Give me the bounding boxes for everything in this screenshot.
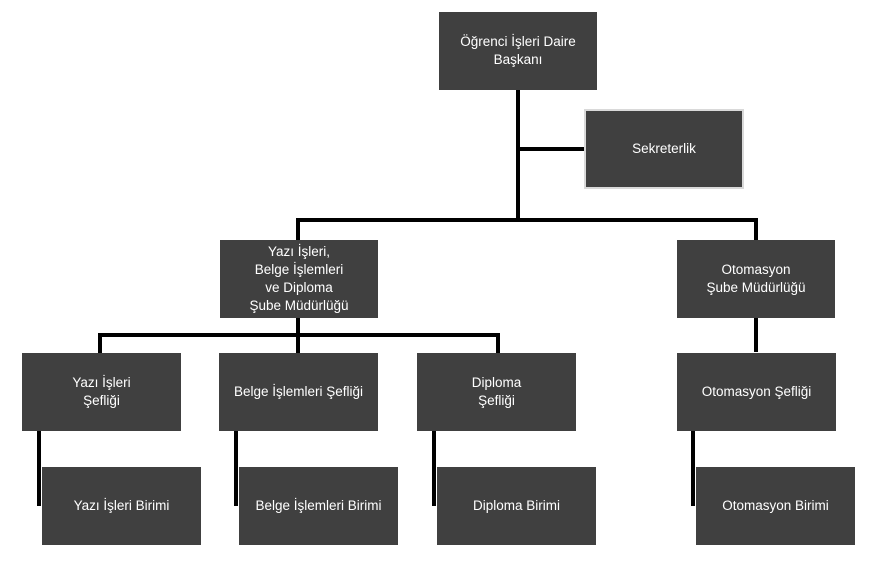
division-2-line-2: Şube Müdürlüğü xyxy=(706,280,806,295)
unit-1-line-1: Yazı İşleri xyxy=(72,375,131,390)
connector-division1-stem xyxy=(296,318,300,335)
head-line-1: Öğrenci İşleri Daire xyxy=(460,34,576,49)
connector-sub4 xyxy=(691,431,695,506)
sub-unit-4-label: Otomasyon Birimi xyxy=(722,498,829,513)
unit-1-line-2: Şefliği xyxy=(83,393,120,408)
sub-unit-3-box: Diploma Birimi xyxy=(437,467,596,545)
connector-unit3-drop xyxy=(496,333,500,353)
division-1-box: Yazı İşleri, Belge İşlemleri ve Diploma … xyxy=(220,240,378,318)
connector-division2-stem xyxy=(754,318,758,352)
connector-unit2-drop xyxy=(296,333,300,353)
head-line-2: Başkanı xyxy=(493,52,543,67)
sub-unit-2-label: Belge İşlemleri Birimi xyxy=(255,498,382,513)
unit-2-line-1: Belge İşlemleri Şefliği xyxy=(233,384,364,399)
connector-sub3 xyxy=(432,431,436,506)
connector-divisions-horizontal xyxy=(296,218,758,222)
connector-head-trunk xyxy=(516,90,520,222)
connector-sub2 xyxy=(234,431,238,506)
unit-3-line-2: Şefliği xyxy=(478,393,515,408)
secretary-box: Sekreterlik xyxy=(584,109,744,189)
sub-unit-1-box: Yazı İşleri Birimi xyxy=(42,467,201,545)
sub-unit-1-label: Yazı İşleri Birimi xyxy=(73,498,170,513)
division-1-line-1: Yazı İşleri, xyxy=(267,244,330,259)
unit-2-box: Belge İşlemleri Şefliği xyxy=(219,353,378,431)
unit-4-line-1: Otomasyon Şefliği xyxy=(701,384,812,399)
head-box: Öğrenci İşleri Daire Başkanı xyxy=(439,12,597,90)
unit-3-box: Diploma Şefliği xyxy=(417,353,576,431)
division-2-line-1: Otomasyon xyxy=(721,262,791,277)
sub-unit-3-label: Diploma Birimi xyxy=(472,498,560,513)
unit-3-line-1: Diploma xyxy=(471,375,522,390)
sub-unit-2-box: Belge İşlemleri Birimi xyxy=(239,467,398,545)
connector-division2-drop xyxy=(754,218,758,240)
sub-unit-4-box: Otomasyon Birimi xyxy=(696,467,855,545)
unit-4-box: Otomasyon Şefliği xyxy=(677,353,836,431)
division-1-line-3: ve Diploma xyxy=(265,280,333,295)
connector-unit1-drop xyxy=(98,333,102,353)
connector-secretary xyxy=(518,147,585,151)
division-1-line-4: Şube Müdürlüğü xyxy=(249,298,349,313)
connector-division1-drop xyxy=(296,218,300,240)
division-1-line-2: Belge İşlemleri xyxy=(254,262,344,277)
unit-1-box: Yazı İşleri Şefliği xyxy=(22,353,181,431)
secretary-label: Sekreterlik xyxy=(632,141,696,156)
division-2-box: Otomasyon Şube Müdürlüğü xyxy=(677,240,835,318)
connector-sub1 xyxy=(37,431,41,506)
